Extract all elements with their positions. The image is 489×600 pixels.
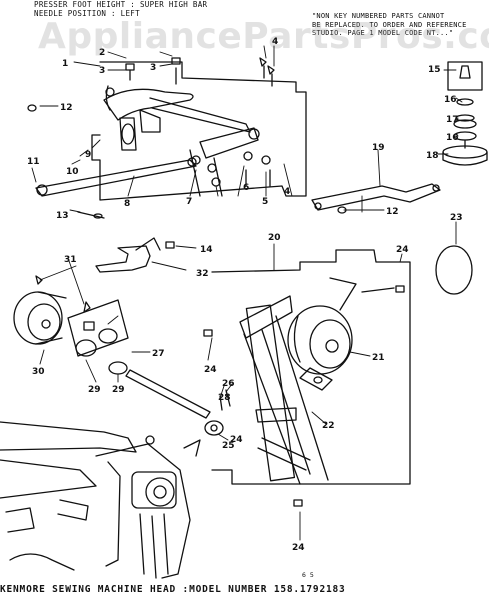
- callout-29: 29: [88, 385, 101, 395]
- belt-23: [435, 245, 473, 295]
- callout-27: 27: [152, 349, 165, 359]
- callout-24b: 24: [204, 365, 217, 375]
- page-number: 6 5: [302, 571, 314, 579]
- callout-12: 12: [60, 103, 73, 113]
- watermark: AppliancePartsPros.com: [38, 16, 489, 57]
- callout-4: 4: [272, 37, 278, 47]
- callout-20: 20: [268, 233, 281, 243]
- callout-30: 30: [32, 367, 45, 377]
- callout-2: 2: [99, 48, 105, 58]
- gear-stack: [442, 61, 488, 166]
- motor-assembly: [203, 277, 405, 507]
- upper-mechanism: [27, 57, 347, 219]
- callout-31: 31: [64, 255, 77, 265]
- callout-13: 13: [56, 211, 69, 221]
- callout-3: 3: [99, 66, 105, 76]
- callout-10: 10: [66, 167, 79, 177]
- model-number-caption: KENMORE SEWING MACHINE HEAD :MODEL NUMBE…: [0, 584, 346, 595]
- bracket-32: [95, 237, 175, 273]
- presser-foot-height-text: PRESSER FOOT HEIGHT : SUPER HIGH BAR: [34, 0, 208, 9]
- callout-15: 15: [428, 65, 441, 75]
- callout-7: 7: [186, 197, 192, 207]
- callout-21: 21: [372, 353, 385, 363]
- callout-3b: 3: [150, 63, 156, 73]
- callout-24d: 24: [292, 543, 305, 553]
- callout-11: 11: [27, 157, 40, 167]
- callout-leaders: [31, 45, 463, 541]
- callout-26: 26: [222, 379, 235, 389]
- callout-8: 8: [124, 199, 130, 209]
- needle-position-text: NEEDLE POSITION : LEFT: [34, 9, 140, 18]
- callout-28: 28: [218, 393, 231, 403]
- pulley-30: [13, 291, 67, 345]
- callout-labels: 1 2 3 3 4 4 5 6 7 8 9 10 11 12 12 13 14 …: [27, 37, 463, 553]
- callout-23: 23: [450, 213, 463, 223]
- bracket-29-box: [35, 275, 129, 375]
- sewing-machine-head: [0, 421, 201, 579]
- callout-18: 18: [426, 151, 439, 161]
- callout-1: 1: [62, 59, 68, 69]
- callout-32: 32: [196, 269, 209, 279]
- callout-25: 25: [222, 441, 235, 451]
- callout-12b: 12: [386, 207, 399, 217]
- callout-6: 6: [243, 183, 249, 193]
- callout-29b: 29: [112, 385, 125, 395]
- callout-16: 16: [444, 95, 457, 105]
- callout-17: 17: [446, 115, 459, 125]
- callout-16b: 16: [446, 133, 459, 143]
- callout-9: 9: [85, 150, 91, 160]
- arm-19: [311, 183, 441, 211]
- motor-assembly-outline: [211, 249, 411, 485]
- callout-24: 24: [396, 245, 409, 255]
- callout-24c: 24: [230, 435, 243, 445]
- non-key-parts-note: "NON KEY NUMBERED PARTS CANNOT BE REPLAC…: [312, 12, 467, 37]
- shaft-27: [125, 369, 231, 436]
- top-assembly-outline: [91, 61, 307, 201]
- callout-5: 5: [262, 197, 268, 207]
- callout-22: 22: [322, 421, 335, 431]
- callout-19: 19: [372, 143, 385, 153]
- callout-4b: 4: [284, 187, 290, 197]
- callout-14: 14: [200, 245, 213, 255]
